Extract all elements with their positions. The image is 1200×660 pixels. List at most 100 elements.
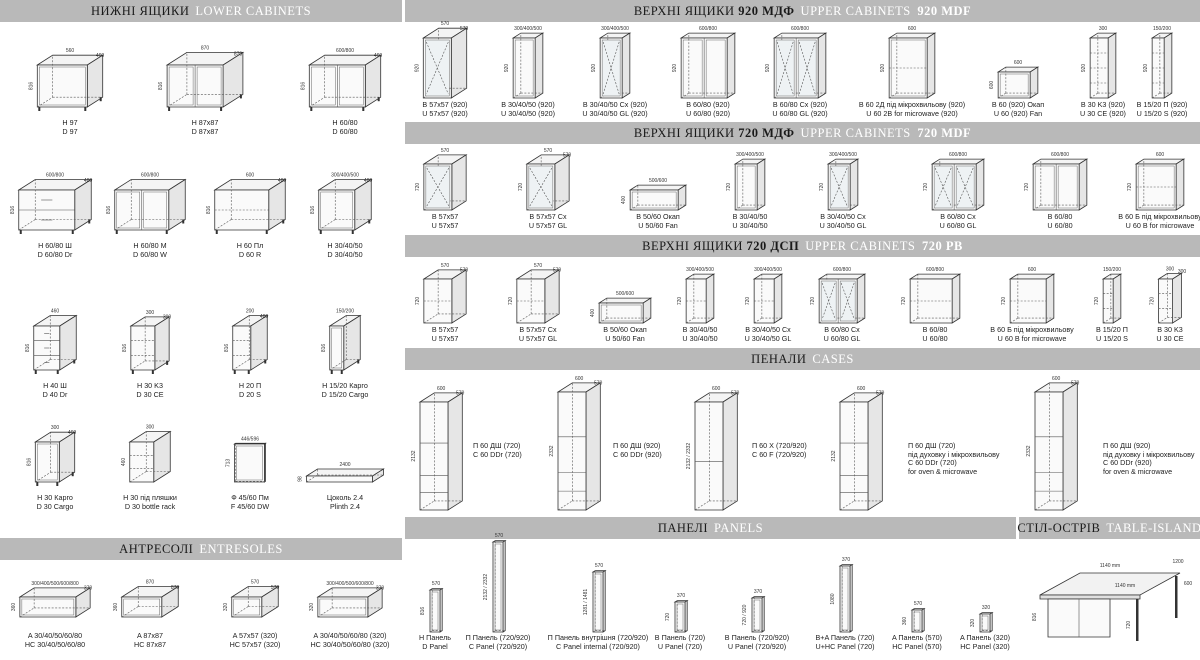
- cabinet-front: [492, 541, 504, 633]
- cabinet-front: [429, 589, 441, 633]
- caption-line: D 20 S: [239, 389, 261, 399]
- caption-line: D 30 Cargo: [36, 501, 74, 511]
- hidden-edge: [911, 630, 915, 633]
- cabinet-front: [234, 443, 265, 483]
- cabinet-leg: [368, 219, 371, 224]
- caption-line: A 30/40/50/60/80 (320): [313, 631, 387, 640]
- caption-line: B 30/40/50 (920): [501, 100, 555, 109]
- width-dimension: 150/200: [1153, 26, 1171, 32]
- cabinet-front: [674, 601, 686, 633]
- width-dimension: 320: [982, 605, 991, 611]
- caption-line: D 60/80 W: [133, 249, 167, 259]
- header-en-bold: 720 PB: [922, 238, 963, 253]
- header-ua: АНТРЕСОЛІ: [119, 541, 194, 556]
- width-dimension: 570: [441, 21, 450, 27]
- caption-line: B 60/80 (920): [686, 100, 730, 109]
- height-dimension: 720: [1024, 183, 1030, 192]
- width-dimension: 370: [842, 557, 851, 563]
- caption-line: HC 30/40/50/60/80: [24, 639, 86, 649]
- caption-line: U+HC Panel (720): [815, 641, 875, 651]
- height-dimension: 400: [621, 196, 627, 205]
- upper-920-item: 600 920: [868, 24, 956, 102]
- cabinet-leg: [19, 230, 22, 234]
- height-dimension: 816: [300, 82, 306, 91]
- item-caption: B Панель (720/920)U Panel (720/920): [687, 633, 827, 651]
- height-dimension: 1281 / 1481: [583, 589, 589, 616]
- width-dimension: 500/600: [616, 291, 634, 297]
- height-dimension: 360: [113, 603, 119, 612]
- caption-line: A 87x87: [137, 631, 163, 640]
- cabinet-leg: [165, 230, 168, 234]
- caption-line: C 60 DDr (720): [473, 449, 522, 459]
- caption-line: D 15/20 Cargo: [321, 389, 369, 399]
- height-dimension: 816: [1032, 613, 1038, 622]
- height-dimension: 816: [310, 206, 316, 215]
- width-dimension: 150/200: [336, 309, 354, 315]
- caption-line: П Панель (720/920): [465, 633, 531, 642]
- caption-line: B 15/20 П: [1096, 325, 1128, 334]
- width-dimension: 300: [51, 425, 60, 431]
- width-dimension: 600: [908, 26, 917, 32]
- cabinet-leg: [115, 230, 118, 234]
- width-dimension: 300/400/500: [736, 152, 764, 158]
- cabinet-front: [694, 401, 724, 511]
- header-ua: СТІЛ-ОСТРІВ: [1017, 520, 1101, 535]
- caption-line: D Panel: [422, 641, 448, 651]
- cabinet-side: [1107, 32, 1117, 99]
- width-dimension: 570: [595, 563, 604, 569]
- caption-line: U 60/80 GL (920): [772, 108, 828, 118]
- cabinet-side: [451, 269, 467, 324]
- caption-line: U 50/60 Fan: [605, 333, 645, 343]
- depth-dimension: 570: [456, 390, 465, 396]
- caption-line: U 60/80 GL: [823, 333, 861, 343]
- caption-line: під духовку і мікрохвильову: [1103, 449, 1195, 459]
- header-en-bold: 720 MDF: [917, 125, 972, 140]
- caption-line: for oven & microwave: [1103, 466, 1173, 476]
- width-dimension: 300: [146, 425, 155, 431]
- caption-line: B 60 Б під мікрохвильову: [1118, 212, 1200, 221]
- width-dimension: 560: [66, 48, 75, 54]
- caption-line: U 30/40/50 GL: [819, 220, 867, 230]
- caption-line: H 87x87: [191, 118, 219, 127]
- caption-line: U 57x57 GL: [528, 220, 568, 230]
- cabinet-front: [997, 71, 1031, 99]
- cabinet-leg: [233, 370, 236, 374]
- cabinet-front: [231, 596, 263, 618]
- cabinet-front: [734, 163, 758, 211]
- cabinet-side: [534, 32, 544, 99]
- cabinet-leg: [88, 219, 91, 224]
- height-dimension: 920: [880, 64, 886, 73]
- depth-dimension: 300: [1178, 269, 1187, 275]
- header-ua: ПАНЕЛІ: [657, 520, 709, 535]
- caption-line: C Panel (720/920): [468, 641, 528, 651]
- door-panel: [21, 598, 75, 616]
- cabinet-front: [318, 189, 356, 231]
- depth-dimension: 460: [96, 53, 105, 59]
- cabinet-side: [867, 392, 883, 511]
- depth-dimension: 370: [84, 585, 93, 591]
